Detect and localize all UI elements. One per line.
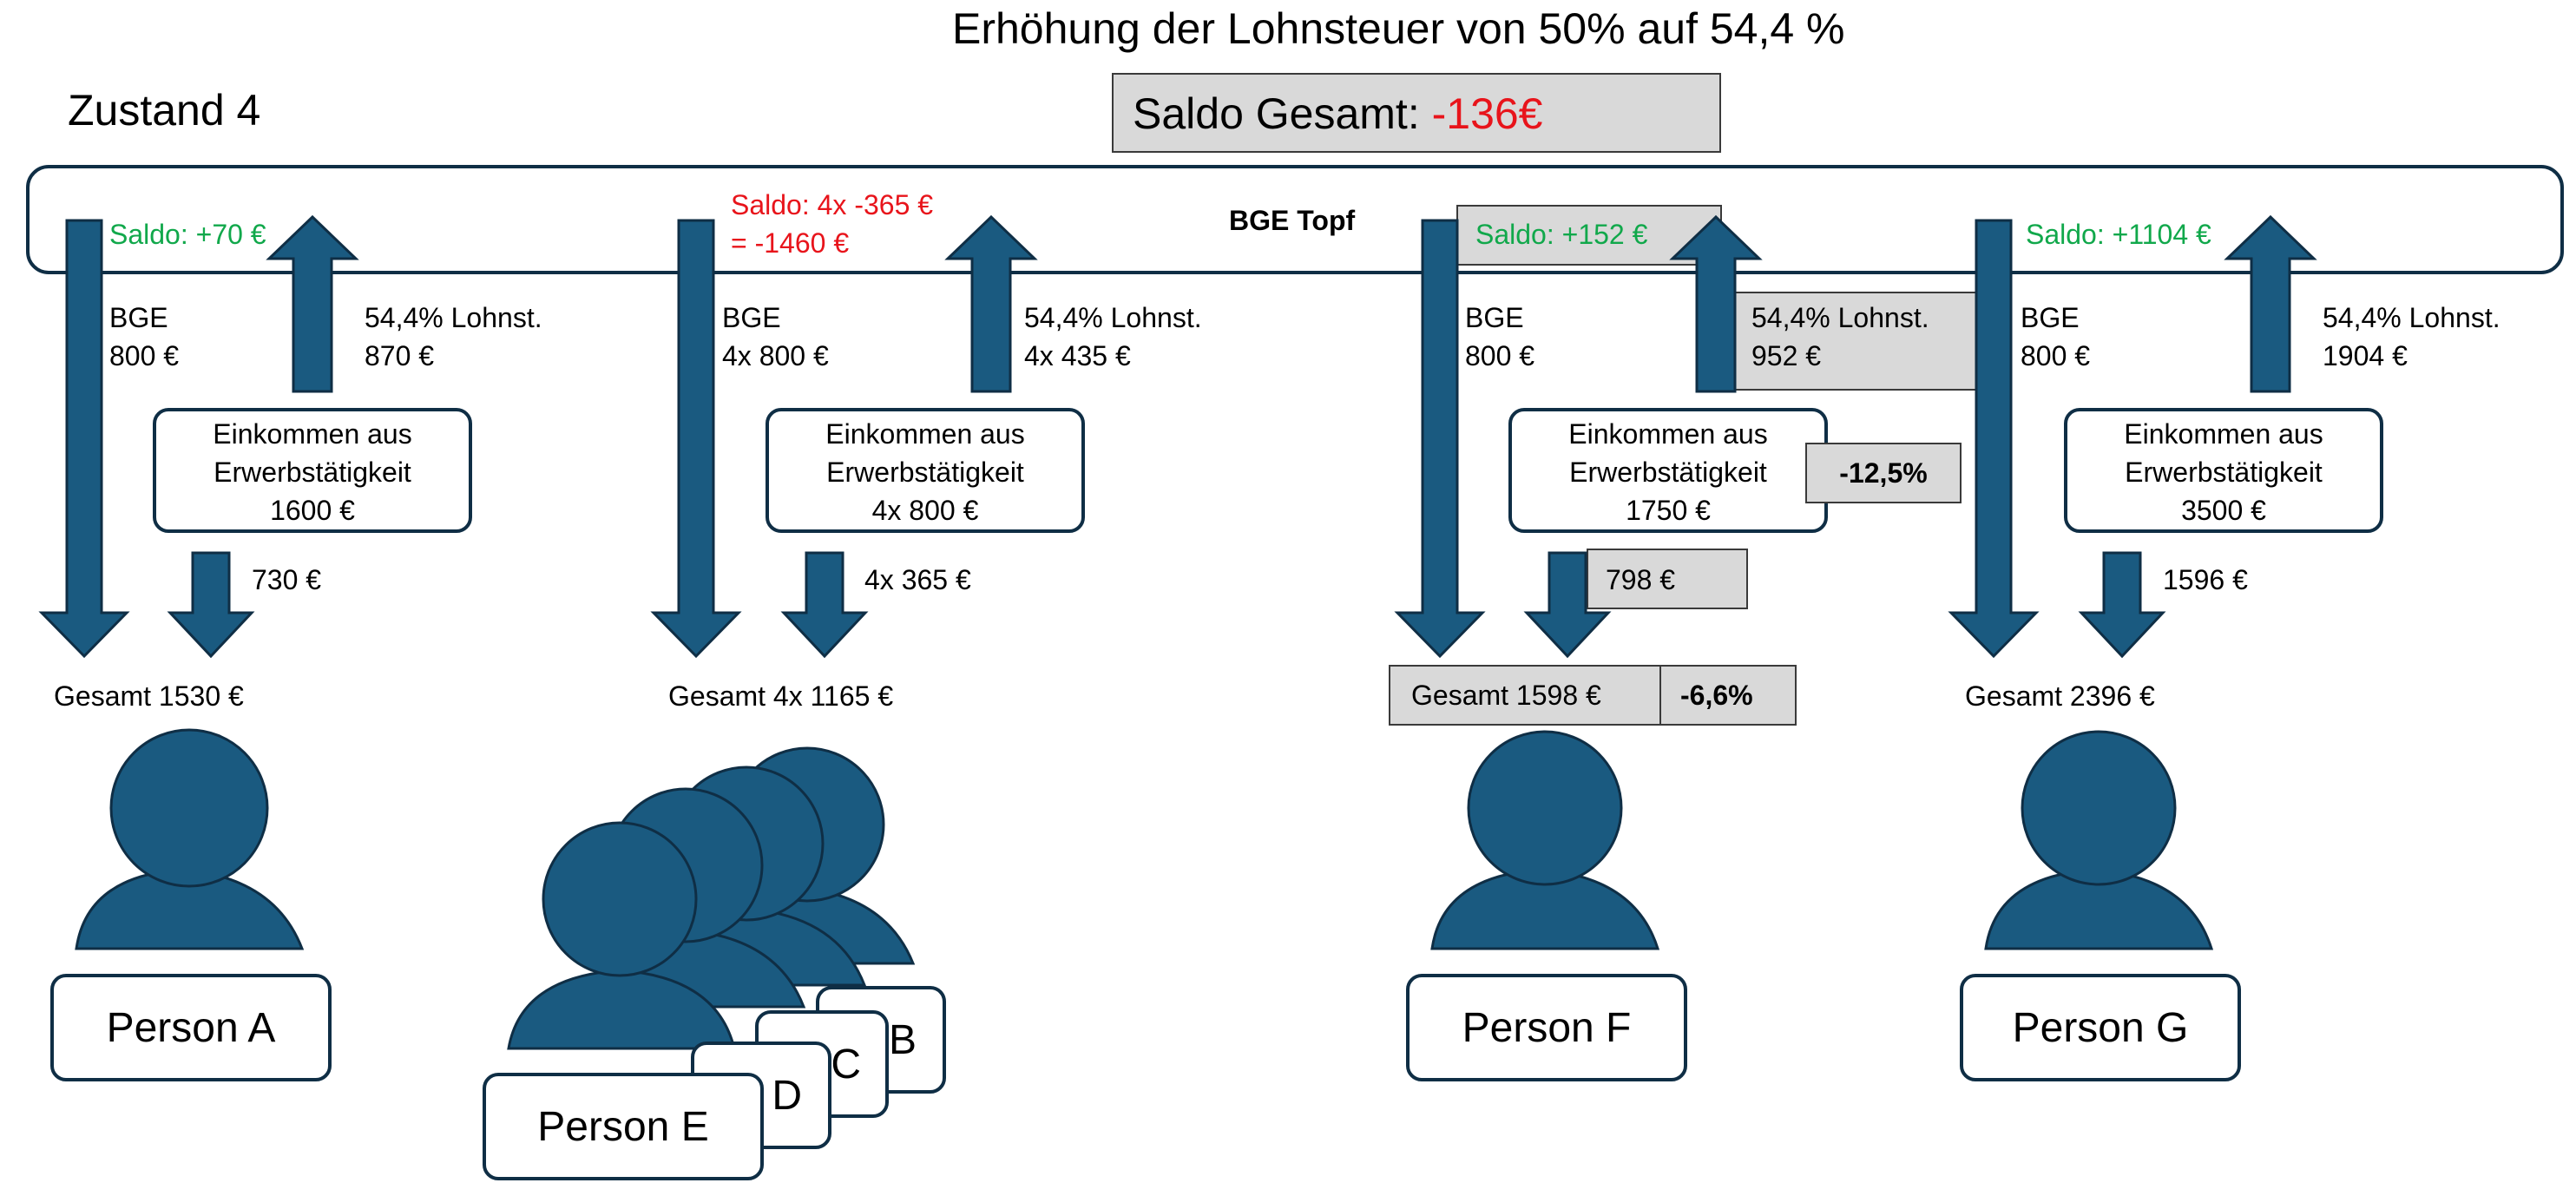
person-a-label-box: Person A [50,974,332,1081]
tax-arrow-f [1669,214,1763,393]
bge-label-be-1: BGE [722,302,781,333]
person-d-name: D [772,1072,802,1119]
bge-pot [26,165,2564,274]
total-f: Gesamt 1598 € [1411,679,1601,711]
person-e-label-box: Person E [483,1073,764,1180]
income-g-line-3: 3500 € [2181,495,2266,526]
income-be-line-3: 4x 800 € [871,495,979,526]
bge-label-g-2: 800 € [2021,340,2091,371]
bge-label-g-1: BGE [2021,302,2080,333]
tax-label-f-1: 54,4% Lohnst. [1751,302,1929,333]
person-head-f [1467,730,1623,886]
income-change-f-box: -12,5% [1805,443,1962,503]
net-arrow-be [780,551,869,659]
income-a-line-2: Erwerbstätigkeit [214,457,411,488]
income-box-g: Einkommen aus Erwerbstätigkeit 3500 € [2064,408,2383,533]
person-head-e [542,821,698,977]
bge-arrow-f [1394,219,1486,659]
net-label-g: 1596 € [2163,564,2248,595]
bge-arrow-be [650,219,742,659]
tax-label-g-1: 54,4% Lohnst. [2323,302,2500,333]
tax-label-a-2: 870 € [365,340,435,371]
bge-label-a-1: BGE [109,302,168,333]
income-change-f: -12,5% [1839,457,1928,489]
saldo-f: Saldo: +152 € [1475,219,1648,250]
bge-label-a-2: 800 € [109,340,180,371]
bge-label-be-2: 4x 800 € [722,340,829,371]
income-a-line-3: 1600 € [270,495,355,526]
tax-arrow-a [266,214,359,393]
income-be-line-2: Erwerbstätigkeit [826,457,1024,488]
income-be-line-1: Einkommen aus [825,418,1025,450]
net-arrow-a [167,551,255,659]
bge-pot-label: BGE Topf [1229,205,1356,236]
saldo-total-box: Saldo Gesamt: -136€ [1112,73,1721,153]
tax-label-be-1: 54,4% Lohnst. [1024,302,1202,333]
income-a-line-1: Einkommen aus [213,418,412,450]
saldo-g: Saldo: +1104 € [2026,219,2211,250]
net-f-highlight [1587,549,1748,609]
income-box-f: Einkommen aus Erwerbstätigkeit 1750 € [1508,408,1828,533]
total-change-f: -6,6% [1680,679,1753,711]
net-label-f: 798 € [1606,564,1676,595]
tax-label-g-2: 1904 € [2323,340,2408,371]
person-head-a [109,728,269,888]
saldo-total-label: Saldo Gesamt: [1133,89,1432,138]
net-arrow-g [2078,551,2166,659]
person-a-name: Person A [106,1004,276,1051]
income-box-be: Einkommen aus Erwerbstätigkeit 4x 800 € [766,408,1085,533]
saldo-total-value: -136€ [1431,89,1543,138]
bge-arrow-a [38,219,130,659]
net-label-a: 730 € [252,564,322,595]
bge-label-f-2: 800 € [1465,340,1535,371]
person-c-name: C [831,1041,861,1088]
total-f-box: Gesamt 1598 € [1389,665,1661,726]
tax-label-a-1: 54,4% Lohnst. [365,302,542,333]
saldo-be-1: Saldo: 4x -365 € [731,189,934,220]
tax-label-be-2: 4x 435 € [1024,340,1131,371]
tax-label-f-2: 952 € [1751,340,1822,371]
tax-arrow-g [2224,214,2317,393]
total-a: Gesamt 1530 € [54,680,244,712]
person-b-name: B [888,1016,917,1063]
saldo-a: Saldo: +70 € [109,219,266,250]
person-f-name: Person F [1462,1004,1632,1051]
income-f-line-3: 1750 € [1626,495,1711,526]
income-f-line-1: Einkommen aus [1568,418,1768,450]
person-e-name: Person E [537,1103,709,1150]
tax-f-highlight [1734,292,1979,391]
net-arrow-f [1523,551,1612,659]
total-g: Gesamt 2396 € [1965,680,2155,712]
person-head-g [2021,730,2177,886]
income-g-line-1: Einkommen aus [2124,418,2323,450]
bge-label-f-1: BGE [1465,302,1524,333]
income-g-line-2: Erwerbstätigkeit [2125,457,2323,488]
income-f-line-2: Erwerbstätigkeit [1569,457,1767,488]
page-title: Erhöhung der Lohnsteuer von 50% auf 54,4… [952,4,1845,53]
tax-arrow-be [944,214,1038,393]
total-change-f-box: -6,6% [1659,665,1797,726]
person-g-label-box: Person G [1960,974,2241,1081]
person-g-name: Person G [2012,1004,2189,1051]
bge-arrow-g [1948,219,2040,659]
net-label-be: 4x 365 € [864,564,971,595]
income-box-a: Einkommen aus Erwerbstätigkeit 1600 € [153,408,472,533]
state-label: Zustand 4 [68,86,261,135]
saldo-be-2: = -1460 € [731,227,850,259]
person-f-label-box: Person F [1406,974,1687,1081]
total-be: Gesamt 4x 1165 € [668,680,894,712]
